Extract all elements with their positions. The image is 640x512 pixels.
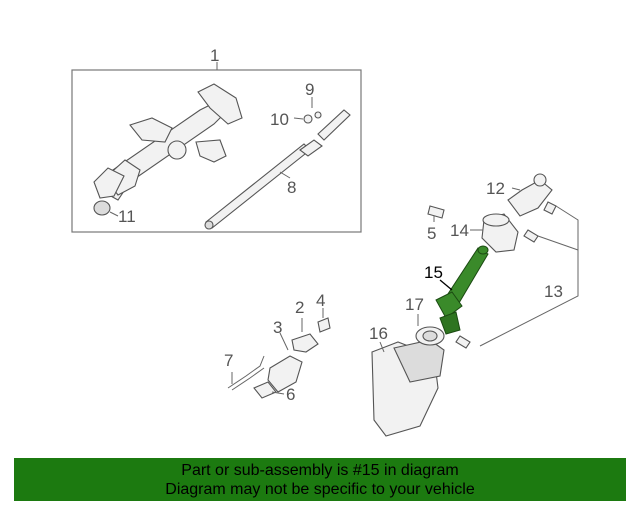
clamp-3 xyxy=(267,355,303,393)
steering-column-assembly xyxy=(93,83,243,216)
callout-15[interactable]: 15 xyxy=(424,263,443,282)
banner-line-1: Part or sub-assembly is #15 in diagram xyxy=(181,461,459,479)
callout-9[interactable]: 9 xyxy=(305,80,314,99)
bracket-2 xyxy=(291,333,319,353)
parts-diagram: 1 11 8 9 10 12 13 xyxy=(71,46,579,437)
steering-shaft-15-highlighted[interactable] xyxy=(435,245,489,335)
info-banner: Part or sub-assembly is #15 in diagram D… xyxy=(14,458,626,501)
bolt-4 xyxy=(317,317,331,333)
callout-11[interactable]: 11 xyxy=(118,207,136,226)
clip-9-10 xyxy=(303,111,322,124)
callout-8[interactable]: 8 xyxy=(287,178,296,197)
column-cover-16 xyxy=(371,339,445,437)
callout-14[interactable]: 14 xyxy=(450,221,469,240)
boot-14 xyxy=(481,213,519,253)
seal-17 xyxy=(415,326,445,346)
callout-13[interactable]: 13 xyxy=(544,282,563,301)
callout-17[interactable]: 17 xyxy=(405,295,424,314)
bolt-5 xyxy=(427,205,445,219)
callout-5[interactable]: 5 xyxy=(427,224,436,243)
callout-10[interactable]: 10 xyxy=(270,110,289,129)
callout-6[interactable]: 6 xyxy=(286,385,295,404)
universal-joint-12 xyxy=(507,173,553,217)
callout-12[interactable]: 12 xyxy=(486,179,505,198)
callout-2[interactable]: 2 xyxy=(295,298,304,317)
callout-1[interactable]: 1 xyxy=(210,46,219,65)
bolts-13 xyxy=(455,201,557,349)
intermediate-shaft-8 xyxy=(204,109,351,230)
callout-16[interactable]: 16 xyxy=(369,324,388,343)
wire-7 xyxy=(227,355,265,391)
nut-6 xyxy=(253,381,277,399)
callout-7[interactable]: 7 xyxy=(224,351,233,370)
callout-3[interactable]: 3 xyxy=(273,318,282,337)
callout-4[interactable]: 4 xyxy=(316,291,325,310)
banner-line-2: Diagram may not be specific to your vehi… xyxy=(165,480,475,498)
